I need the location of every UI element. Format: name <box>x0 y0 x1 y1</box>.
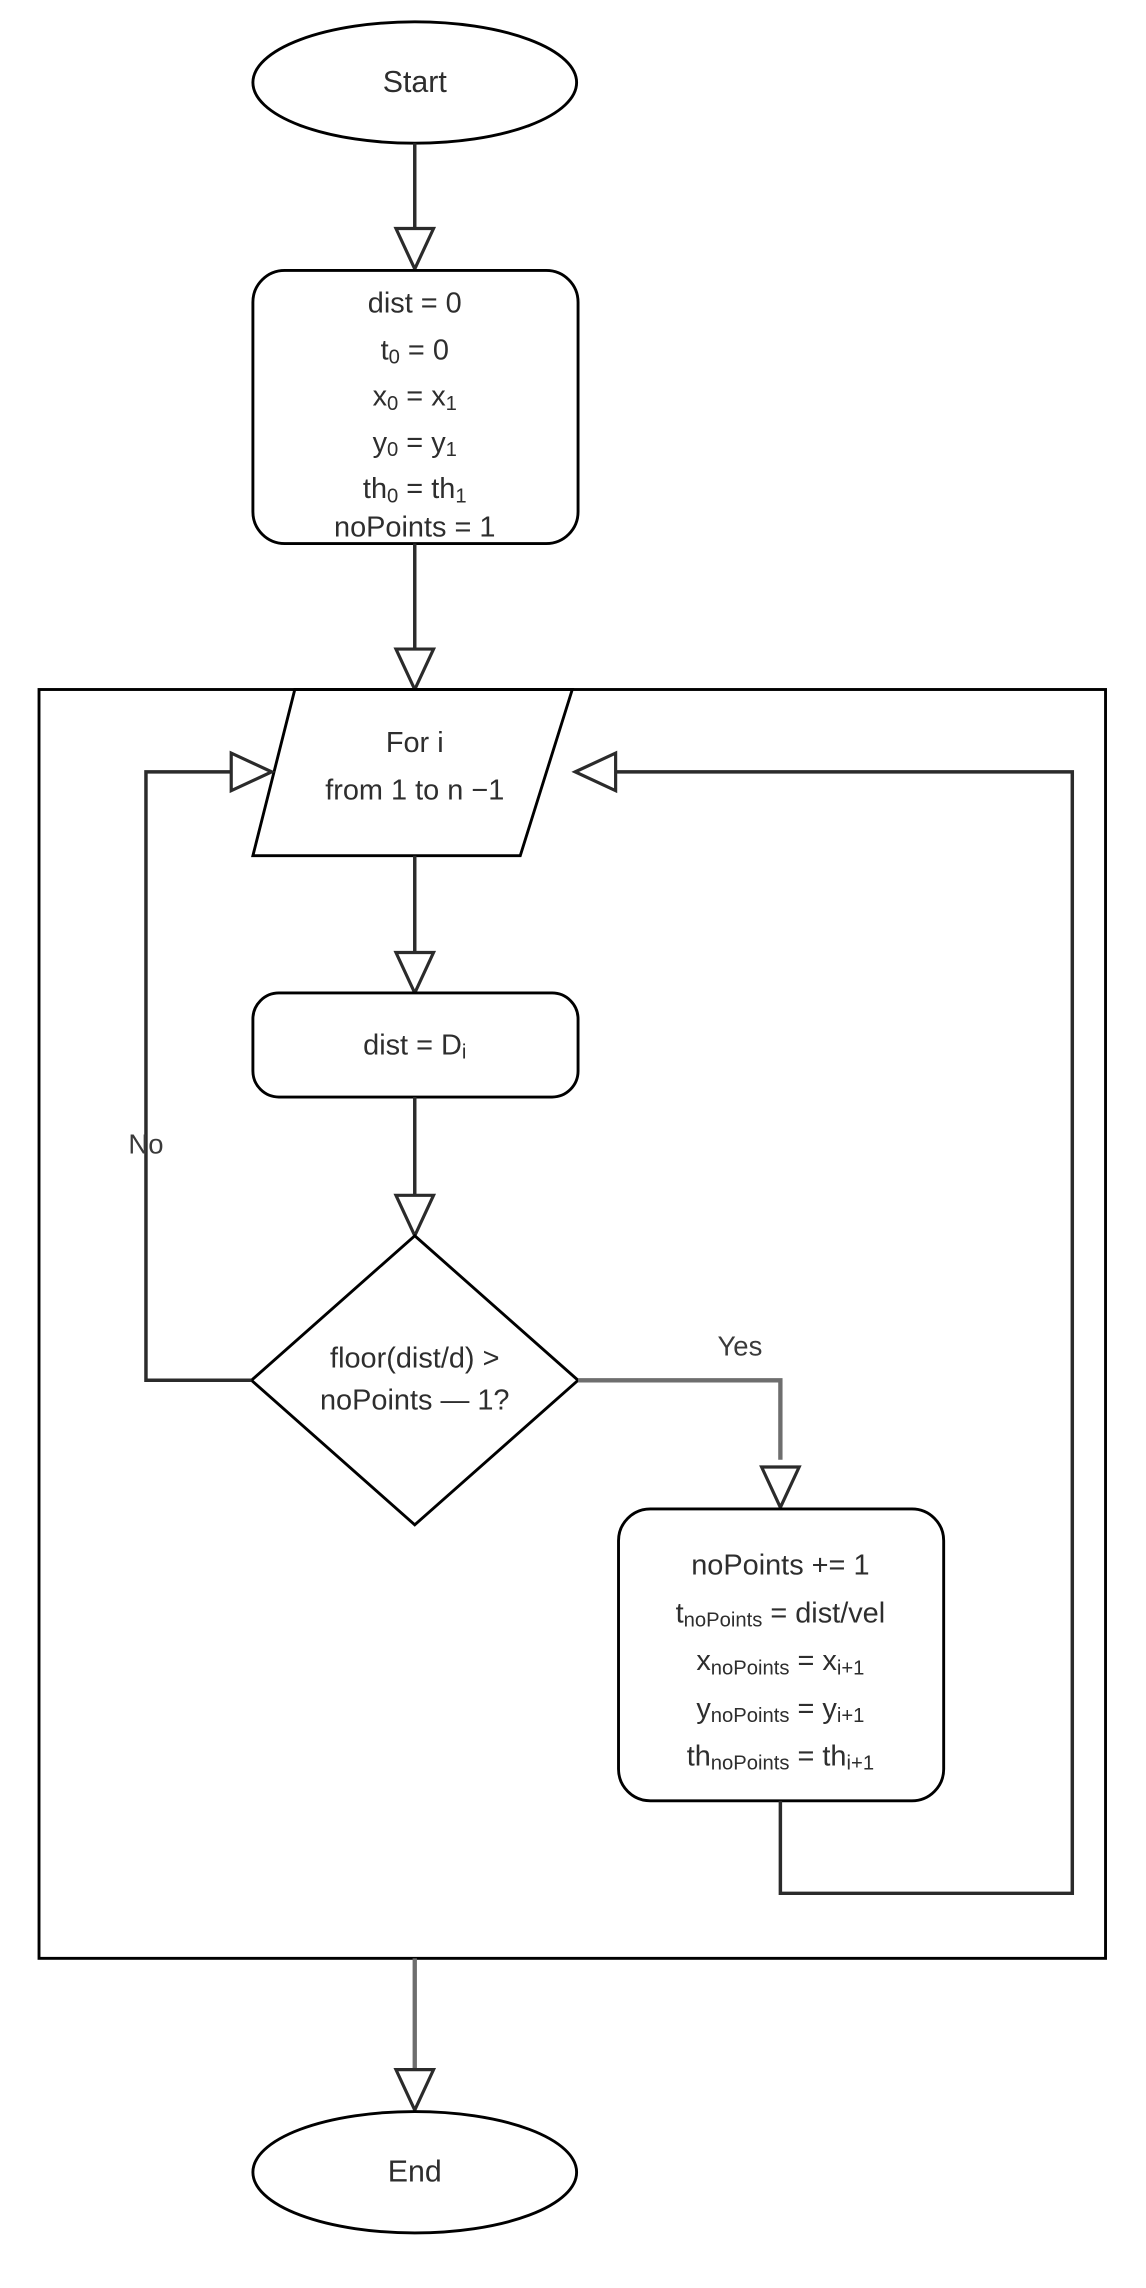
edge-yes-branch: Yes <box>578 1331 802 1512</box>
edge-start-to-init <box>393 143 437 273</box>
edge-update-to-loop <box>571 750 1075 1896</box>
arrowhead-down-update <box>759 1465 802 1512</box>
edge-no-branch: No <box>128 750 276 1383</box>
edge-loop-to-end <box>393 1958 437 2114</box>
node-assign-dist[interactable]: dist = Di <box>251 991 580 1099</box>
arrowhead-down-init <box>393 226 437 273</box>
node-end[interactable]: End <box>251 2110 579 2235</box>
init-line-6: noPoints = 1 <box>334 512 495 544</box>
start-label: Start <box>383 66 448 99</box>
arrowhead-down-dist <box>393 950 437 997</box>
update-line-2: tnoPoints = dist/vel <box>676 1597 886 1632</box>
end-ellipse-shape <box>251 2110 579 2235</box>
node-for-loop[interactable]: For i from 1 to n −1 <box>251 688 575 858</box>
assign-dist-label: dist = Di <box>363 1029 466 1064</box>
edge-loop-to-dist <box>393 855 437 997</box>
node-update[interactable]: noPoints += 1 tnoPoints = dist/vel xnoPo… <box>617 1507 946 1803</box>
arrowhead-left-loop-return <box>571 750 618 794</box>
edge-dist-to-decision <box>393 1097 437 1240</box>
arrowhead-down-end <box>393 2068 437 2114</box>
for-loop-line-2: from 1 to n −1 <box>325 775 504 807</box>
update-line-5: thnoPoints = thi+1 <box>687 1740 874 1775</box>
edge-label-yes: Yes <box>718 1331 763 1362</box>
loop-container-shape <box>37 688 1107 1960</box>
for-loop-parallelogram-shape <box>251 688 575 858</box>
edge-label-no: No <box>128 1128 163 1159</box>
decision-diamond-shape <box>249 1233 581 1527</box>
for-loop-line-1: For i <box>386 727 444 759</box>
loop-container <box>37 688 1107 1960</box>
arrowhead-down-decision <box>393 1193 437 1240</box>
edge-init-to-loop <box>393 543 437 694</box>
init-line-4: y0 = y1 <box>373 426 457 461</box>
update-line-3: xnoPoints = xi+1 <box>696 1645 864 1680</box>
node-start[interactable]: Start <box>251 20 579 145</box>
decision-line-1: floor(dist/d) > <box>330 1343 499 1375</box>
arrowhead-right-loop-no <box>229 750 276 794</box>
end-label: End <box>388 2156 442 2189</box>
init-line-5: th0 = th1 <box>363 473 467 508</box>
update-line-1: noPoints += 1 <box>691 1549 869 1581</box>
decision-line-2: noPoints — 1? <box>320 1385 510 1417</box>
arrowhead-down-loop <box>393 647 437 694</box>
init-line-3: x0 = x1 <box>373 380 457 415</box>
node-decision[interactable]: floor(dist/d) > noPoints — 1? <box>249 1233 581 1527</box>
init-line-2: t0 = 0 <box>381 334 449 369</box>
init-line-1: dist = 0 <box>368 288 462 320</box>
node-init[interactable]: dist = 0 t0 = 0 x0 = x1 y0 = y1 th0 = th… <box>251 268 580 545</box>
update-line-4: ynoPoints = yi+1 <box>696 1692 864 1727</box>
